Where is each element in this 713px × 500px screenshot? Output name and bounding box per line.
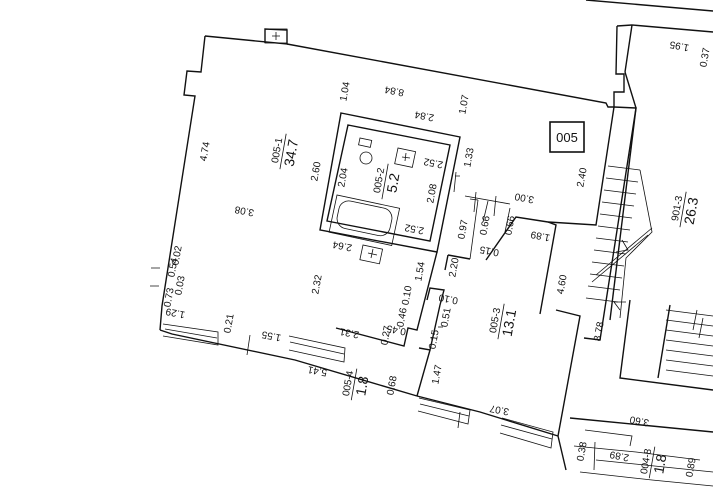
dim-0-66-a: 0.66 <box>478 215 492 237</box>
dim-0-15-b: 0.15 <box>427 329 441 351</box>
dimension-labels: 8.84 1.04 1.07 2.84 4.74 2.60 2.04 2.52 … <box>162 38 712 478</box>
dim-1-55: 1.55 <box>260 328 282 343</box>
dim-3-00: 3.00 <box>513 190 535 205</box>
lower-right-area <box>557 417 713 487</box>
room-005-4-id: 005-4 <box>341 370 356 398</box>
room-005-3-area: 13.1 <box>499 308 520 338</box>
room-004-8-id: 004-8 <box>639 448 654 476</box>
room-005-1-id: 005-1 <box>270 137 285 165</box>
room-005-2-id: 005-2 <box>372 167 387 195</box>
dim-1-95: 1.95 <box>668 38 690 53</box>
room-005-3-id: 005-3 <box>488 307 503 335</box>
section-id: 005 <box>556 130 578 145</box>
room-901-3-id: 901-3 <box>670 195 685 223</box>
dim-1-04: 1.04 <box>338 81 352 103</box>
dim-4-60: 4.60 <box>555 274 569 296</box>
outer-walls <box>159 0 713 437</box>
dim-2-64: 2.64 <box>331 238 353 253</box>
dim-1-33: 1.33 <box>462 147 476 169</box>
dim-5-41: 5.41 <box>306 363 328 378</box>
dim-0-68: 0.68 <box>385 375 399 397</box>
section-id-box: 005 <box>549 121 585 153</box>
dim-4-74: 4.74 <box>198 141 212 163</box>
dim-1-54: 1.54 <box>413 261 427 283</box>
room-005-1-area: 34.7 <box>281 138 302 168</box>
dim-0-03: 0.03 <box>173 275 187 297</box>
room-005-4-area: 1.8 <box>352 375 371 397</box>
dim-1-47: 1.47 <box>430 364 444 386</box>
vent-boxes <box>264 28 417 265</box>
dim-1-29: 1.29 <box>164 305 186 320</box>
dim-1-89: 1.89 <box>529 228 551 243</box>
dim-8-84: 8.84 <box>383 83 405 98</box>
windows <box>162 323 554 449</box>
dim-2-60: 2.60 <box>309 161 323 183</box>
room-005-2-area: 5.2 <box>383 172 402 194</box>
dim-2-89: 2.89 <box>608 448 630 463</box>
dim-0-54: 0.54 <box>166 257 180 279</box>
dim-0-66-b: 0.66 <box>503 215 517 237</box>
room-labels: 005-1 34.7 005-2 5.2 005-3 13.1 005-4 1.… <box>270 133 702 479</box>
dim-3-08: 3.08 <box>233 203 255 218</box>
room-901-3-area: 26.3 <box>681 196 702 226</box>
dim-0-27: 0.27 <box>379 325 393 347</box>
dim-2-20: 2.20 <box>447 257 461 279</box>
dim-1-07: 1.07 <box>457 94 471 116</box>
dim-0-15-a: 0.15 <box>478 243 500 258</box>
dim-8-78: 8.78 <box>592 321 606 343</box>
dim-0-97: 0.97 <box>456 219 470 241</box>
dim-0-02: 0.02 <box>170 245 184 267</box>
dim-2-04: 2.04 <box>336 167 350 189</box>
dim-2-52-bath: 2.52 <box>403 221 425 236</box>
dim-0-38: 0.38 <box>575 441 589 463</box>
dimension-ticks <box>150 171 497 328</box>
dim-3-07: 3.07 <box>488 402 510 417</box>
dim-2-31: 2.31 <box>338 325 360 340</box>
dim-0-37: 0.37 <box>698 47 712 69</box>
interior-partition <box>335 175 581 437</box>
stairwell <box>583 71 713 391</box>
dim-2-08: 2.08 <box>425 183 439 205</box>
dim-0-46: 0.46 <box>395 307 409 329</box>
dim-2-84: 2.84 <box>413 108 435 123</box>
dim-0-10-a: 0.10 <box>400 285 414 307</box>
dim-0-89: 0.89 <box>684 457 698 479</box>
dim-0-10-b: 0.10 <box>437 291 459 306</box>
dim-0-73: 0.73 <box>162 287 176 309</box>
dim-2-52-top: 2.52 <box>422 155 444 170</box>
dim-0-21: 0.21 <box>222 313 236 335</box>
dim-2-40: 2.40 <box>575 167 589 189</box>
dim-2-32: 2.32 <box>310 274 324 296</box>
dim-0-45: 0.45 <box>385 322 407 337</box>
dim-3-60: 3.60 <box>628 413 650 428</box>
room-004-8-area: 1.8 <box>650 453 669 475</box>
dim-0-51: 0.51 <box>439 307 453 329</box>
